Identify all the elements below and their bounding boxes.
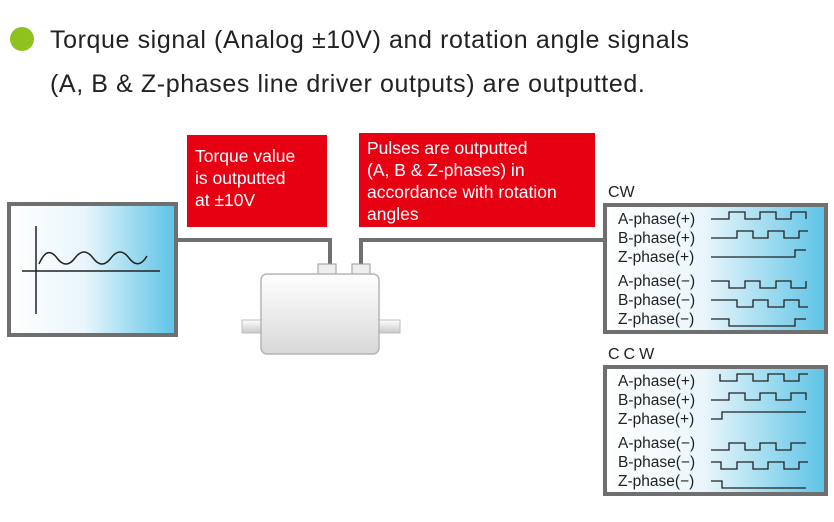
headline-line-2: (A, B & Z-phases line driver outputs) ar… xyxy=(50,70,646,98)
ccw-signal-label: Z-phase(−) xyxy=(618,473,695,490)
ccw-title: CCW xyxy=(608,346,659,363)
ccw-b-minus-wave xyxy=(711,461,808,470)
pulses-callout-line: accordance with rotation xyxy=(367,182,557,202)
ccw-z-plus-wave xyxy=(711,411,806,420)
green-bullet-icon xyxy=(10,27,34,51)
torque-callout-line: at ±10V xyxy=(195,190,256,210)
pulses-callout: Pulses are outputted (A, B & Z-phases) i… xyxy=(359,133,595,227)
cw-b-plus-wave xyxy=(711,230,808,239)
cw-signal-label: A-phase(+) xyxy=(618,211,696,228)
cw-signal-label: Z-phase(+) xyxy=(618,249,695,266)
pulses-callout-line: Pulses are outputted xyxy=(367,138,528,158)
cw-signal-label: B-phase(+) xyxy=(618,230,696,247)
cw-signal-label: Z-phase(−) xyxy=(618,311,695,328)
ccw-z-minus-wave xyxy=(711,480,806,489)
cw-title: CW xyxy=(608,184,635,201)
ccw-a-plus-wave xyxy=(719,373,808,382)
cw-b-minus-wave xyxy=(711,299,808,308)
cw-waveform-panel xyxy=(603,203,828,334)
analog-waveform xyxy=(38,251,148,265)
torque-callout-line: is outputted xyxy=(195,168,286,188)
cw-z-minus-wave xyxy=(711,318,806,327)
pulses-callout-line: angles xyxy=(367,204,419,224)
cw-a-plus-wave xyxy=(711,211,807,220)
ccw-b-plus-wave xyxy=(711,392,807,401)
cw-signal-label: A-phase(−) xyxy=(618,273,696,290)
torque-cable xyxy=(178,238,332,266)
ccw-signal-label: Z-phase(+) xyxy=(618,411,695,428)
headline-line-1: Torque signal (Analog ±10V) and rotation… xyxy=(50,26,690,54)
ccw-signal-label: A-phase(+) xyxy=(618,373,696,390)
torque-sensor-body xyxy=(260,273,380,355)
torque-callout: Torque value is outputted at ±10V xyxy=(187,135,327,227)
pulses-callout-line: (A, B & Z-phases) in xyxy=(367,160,525,180)
ccw-waveform-panel xyxy=(603,365,828,496)
cw-signal-label: B-phase(−) xyxy=(618,292,696,309)
pulse-cable xyxy=(359,238,603,266)
ccw-signal-label: B-phase(−) xyxy=(618,454,696,471)
ccw-signal-label: B-phase(+) xyxy=(618,392,696,409)
ccw-signal-label: A-phase(−) xyxy=(618,435,696,452)
cw-z-plus-wave xyxy=(711,249,806,258)
ccw-a-minus-wave xyxy=(711,442,806,451)
cw-a-minus-wave xyxy=(711,280,807,289)
torque-callout-line: Torque value xyxy=(195,146,296,166)
